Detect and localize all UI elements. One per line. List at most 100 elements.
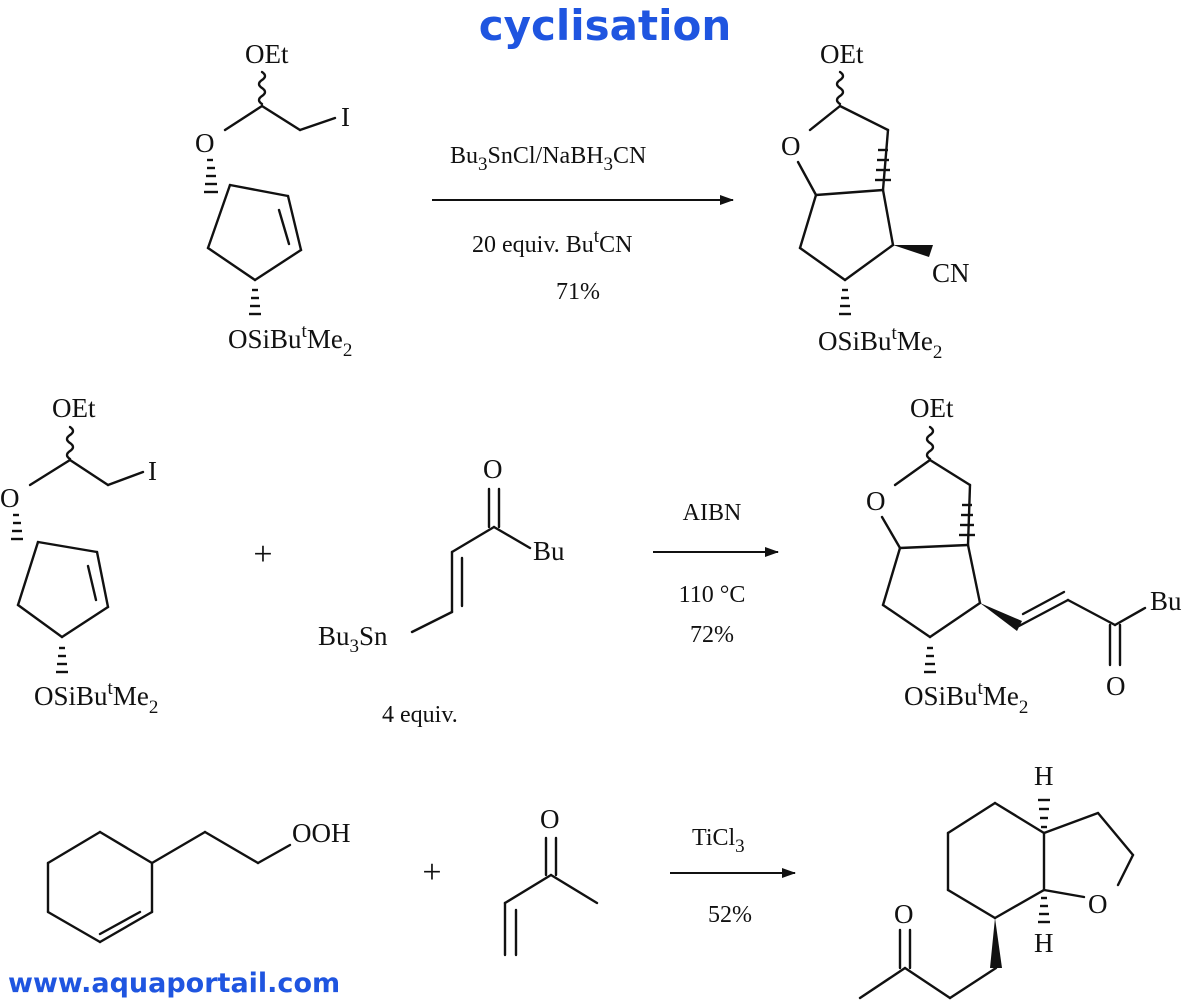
r1-product-wedge-bond — [893, 245, 933, 257]
r1-starting-material: OEt I O OSiButMe2 — [195, 39, 352, 361]
r2-product-silyl-ether-label: OSiButMe2 — [904, 678, 1028, 718]
r2-product-ring-bond — [898, 543, 970, 550]
r2-sm-bond — [68, 458, 110, 487]
r2-sm-bond — [28, 458, 72, 487]
r3-sm-ring-bond — [98, 910, 154, 944]
r1-sm-squiggle-bond — [257, 70, 267, 106]
r3-product-hydrogen-label-top: H — [1034, 761, 1054, 791]
r1-condition: 20 equiv. ButCN — [472, 226, 632, 258]
r3-product-hash-bond — [1038, 896, 1050, 924]
r3-product-ring-bond — [993, 888, 1046, 920]
r2-sm-hash-bond — [11, 513, 23, 541]
r2-product-hash-bond — [924, 646, 936, 674]
r3-yield: 52% — [708, 902, 752, 928]
r2-yield: 72% — [690, 622, 734, 648]
r2-product-bond — [880, 515, 902, 550]
r1-product-nitrile-label: CN — [932, 258, 970, 288]
r2-product-side-chain-bond — [1017, 598, 1070, 628]
r3-product-ring-bond — [993, 801, 1046, 835]
r2-product-side-chain-double-bond — [1021, 590, 1066, 616]
r2-sm-ring-bond — [16, 603, 64, 639]
r2-product-side-chain-bond — [1113, 606, 1147, 627]
r1-sm-bond — [223, 104, 264, 132]
r1-product-ring-bond — [814, 188, 885, 197]
r1-product: OEt O CN OSiButMe2 — [781, 39, 970, 363]
r1-product-ring-bond — [798, 193, 818, 250]
r1-sm-hash-bond — [204, 158, 218, 194]
r2-sm-hash-bond — [56, 646, 68, 674]
r2-product-oet-label: OEt — [910, 393, 954, 423]
r2-reagent: AIBN — [683, 500, 742, 526]
r1-product-silyl-ether-label: OSiButMe2 — [818, 323, 942, 363]
r2-product-butyl-label: Bu — [1150, 586, 1182, 616]
r1-sm-oet-label: OEt — [245, 39, 289, 69]
r3-product-hash-bond — [1038, 798, 1050, 829]
r3-plus-sign: + — [422, 854, 441, 891]
r2-plus-sign: + — [253, 536, 272, 573]
r2-product-ring-bond — [881, 546, 902, 607]
r2-stannane-tin-label: Bu3Sn — [318, 621, 388, 657]
r1-yield: 71% — [556, 279, 600, 305]
r2-product-squiggle-bond — [925, 425, 935, 461]
r3-product-furan-bond — [1096, 811, 1135, 857]
r2-stannane-bond — [492, 525, 532, 550]
r1-product-oet-label: OEt — [820, 39, 864, 69]
r1-product-bond — [796, 160, 818, 197]
r2-product-carbonyl-oxygen-label: O — [1106, 671, 1126, 701]
r2-product-ring-bond — [966, 543, 982, 605]
r2-stannane-butyl-label: Bu — [533, 536, 565, 566]
r3-product-furan-bond — [1116, 853, 1135, 887]
r3-product-ring-oxygen-label: O — [1088, 889, 1108, 919]
r2-stannane-carbonyl-oxygen-label: O — [483, 454, 503, 484]
r3-hydroperoxide: OOH — [46, 818, 351, 944]
footer-link[interactable]: www.aquaportail.com — [7, 967, 342, 1000]
r3-product-ring-bond — [946, 801, 997, 835]
r1-sm-ring-bond — [206, 246, 257, 282]
r1-product-ring-bond — [843, 243, 895, 282]
r2-sm-ring-bond — [16, 540, 40, 607]
r3-product: H O H O — [858, 761, 1135, 1000]
r3-sm-ring-bond — [46, 830, 102, 865]
page-title: cyclisation — [479, 1, 732, 50]
r3-product-hydrogen-label-bottom: H — [1034, 928, 1054, 958]
r1-product-hash-bond — [875, 148, 891, 182]
r2-sm-ring-bond — [95, 550, 110, 609]
r1-product-hash-bond — [839, 288, 851, 316]
r3-product-furan-bond — [1042, 888, 1086, 899]
r2-product-side-chain-bond — [1066, 598, 1117, 627]
r2-product-ring-bond — [928, 601, 982, 639]
r1-conditions: Bu3SnCl/NaBH3CN 20 equiv. ButCN 71% — [432, 143, 734, 305]
r3-sm-chain-bond — [203, 830, 260, 865]
r1-sm-ring-oxygen-label: O — [195, 128, 215, 158]
r2-sm-oet-label: OEt — [52, 393, 96, 423]
r2-stannane-bond — [410, 610, 454, 634]
r2-sm-iodine-label: I — [148, 456, 157, 486]
r1-sm-bond — [260, 104, 302, 132]
r3-product-ring-bond — [946, 888, 997, 920]
r3-sm-ring-double-bond — [98, 910, 142, 936]
r2-product-bond — [928, 458, 972, 487]
r2-starting-material: OEt I O OSiButMe2 — [0, 393, 158, 718]
r3-enone-carbonyl-oxygen-label: O — [540, 804, 560, 834]
r2-sm-ring-bond — [36, 540, 99, 554]
r3-product-carbonyl-oxygen-label: O — [894, 899, 914, 929]
r2-product-ring-bond — [881, 603, 932, 639]
r1-sm-silyl-ether-label: OSiButMe2 — [228, 321, 352, 361]
r1-product-squiggle-bond — [835, 70, 845, 106]
r2-sm-ring-double-bond — [86, 564, 98, 602]
r1-sm-ring-bond — [228, 183, 290, 198]
r3-sm-chain-bond — [256, 843, 292, 865]
r2-stannane-bond — [450, 525, 496, 554]
r2-product-hash-bond — [959, 503, 975, 537]
r2-sm-squiggle-bond — [65, 425, 75, 461]
r2-sm-silyl-ether-label: OSiButMe2 — [34, 678, 158, 718]
r1-sm-hash-bond — [249, 288, 261, 316]
r2-product-bond — [893, 458, 932, 487]
r3-enone-bond — [549, 873, 599, 905]
r2-product-ring-oxygen-label: O — [866, 486, 886, 516]
r1-product-bond — [808, 104, 842, 132]
r3-sm-chain-bond — [150, 830, 207, 865]
r2-vinylstannane: O Bu Bu3Sn 4 equiv. — [318, 454, 565, 728]
r1-product-ring-bond — [798, 246, 847, 282]
r2-product: OEt O Bu O OSiButMe2 — [866, 393, 1182, 718]
